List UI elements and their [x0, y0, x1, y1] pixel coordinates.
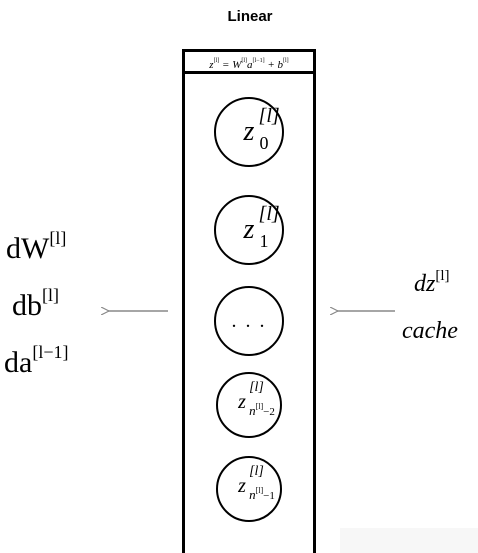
node-sup: [l] [249, 380, 264, 395]
output-dW: dW[l] [6, 228, 66, 266]
formula-w: W [232, 59, 242, 71]
node-sub: n[l]−1 [249, 487, 275, 502]
formula-w-sup: [l] [241, 58, 248, 64]
diagram-title: Linear [227, 8, 273, 25]
input-dz: dz[l] [414, 268, 450, 298]
output-da-base: da [4, 346, 33, 379]
output-db-sup: [l] [42, 285, 59, 305]
node-sub-tail: −1 [263, 490, 275, 502]
node-sub: n[l]−2 [249, 403, 275, 418]
formula-b-sup: [l] [283, 58, 289, 64]
formula-plus: + [267, 59, 275, 71]
linear-layer-column: z[l] = W[l]a[l−1] + b[l] [182, 49, 316, 553]
node-z0: z[l] 0 [214, 97, 284, 167]
formula-b: b [277, 59, 284, 71]
output-dW-base: dW [6, 232, 50, 265]
output-db: db[l] [12, 285, 59, 323]
formula-z: z [209, 59, 214, 71]
node-var: z [238, 391, 246, 413]
node-sub-tail: −2 [263, 406, 275, 418]
input-dz-sup: [l] [435, 268, 450, 284]
node-sub-sup: [l] [255, 486, 264, 495]
node-sub: 1 [259, 231, 269, 251]
ellipsis-text: . . . [231, 310, 267, 332]
node-sup: [l] [258, 203, 280, 225]
node-var: z [243, 214, 255, 245]
formula-a-sup: [l−1] [252, 58, 265, 64]
node-zn-minus-2: z[l]n[l]−2 [216, 372, 282, 438]
bottom-fade [340, 528, 478, 553]
node-sup: [l] [249, 464, 264, 479]
node-var: z [238, 475, 246, 497]
formula-eq: = [222, 59, 230, 71]
node-ellipsis: . . . [214, 286, 284, 356]
input-cache: cache [402, 318, 458, 344]
output-dW-sup: [l] [49, 228, 67, 248]
output-da-sup: [l−1] [32, 342, 69, 362]
node-sub-base: n [249, 403, 256, 418]
output-da: da[l−1] [4, 342, 68, 380]
node-sub-base: n [249, 487, 256, 502]
formula-a: a [247, 59, 253, 71]
node-sub-sup: [l] [255, 402, 264, 411]
output-db-base: db [12, 289, 42, 322]
node-sup: [l] [258, 105, 280, 127]
formula-z-sup: [l] [213, 58, 220, 64]
node-zn-minus-1: z[l]n[l]−1 [216, 456, 282, 522]
input-dz-base: dz [414, 271, 436, 297]
node-sub: 0 [259, 133, 269, 153]
linear-formula: z[l] = W[l]a[l−1] + b[l] [185, 52, 313, 74]
node-var: z [243, 116, 255, 147]
node-z1: z[l] 1 [214, 195, 284, 265]
